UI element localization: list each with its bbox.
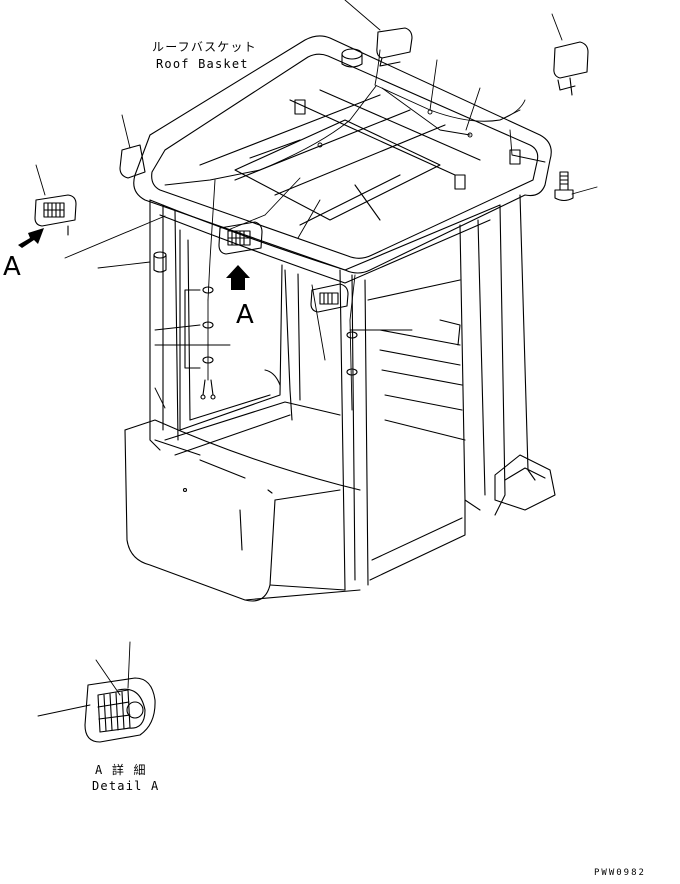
view-a-letter-center: A bbox=[236, 300, 254, 330]
detail-a-label-jp: A 詳 細 bbox=[95, 763, 147, 777]
pillar-bushing bbox=[153, 251, 167, 273]
detail-a-lamp bbox=[84, 677, 156, 743]
drawing-code: PWW0982 bbox=[594, 868, 646, 878]
view-a-letter-left: A bbox=[3, 252, 21, 282]
harness-clips bbox=[184, 286, 358, 400]
front-work-lamp-left bbox=[34, 194, 77, 236]
side-lamp-left bbox=[119, 144, 146, 179]
roof-basket-label-en: Roof Basket bbox=[156, 57, 249, 71]
mounting-bolt bbox=[554, 171, 574, 202]
front-work-lamp-right bbox=[310, 283, 349, 313]
wiring-harness bbox=[164, 49, 526, 411]
cab-body bbox=[124, 194, 556, 602]
roof-basket-frame bbox=[133, 35, 552, 274]
view-arrow-center bbox=[226, 265, 250, 290]
detail-a-leaders bbox=[37, 641, 131, 717]
rear-work-lamp-left bbox=[376, 27, 413, 67]
roof-basket-label-jp: ルーフバスケット bbox=[152, 40, 257, 54]
leader-lines bbox=[35, 0, 598, 409]
detail-a-label-en: Detail A bbox=[92, 779, 160, 793]
rear-work-lamp-right bbox=[553, 41, 589, 96]
front-work-lamp-center bbox=[218, 221, 263, 255]
view-arrow-left bbox=[18, 228, 44, 248]
